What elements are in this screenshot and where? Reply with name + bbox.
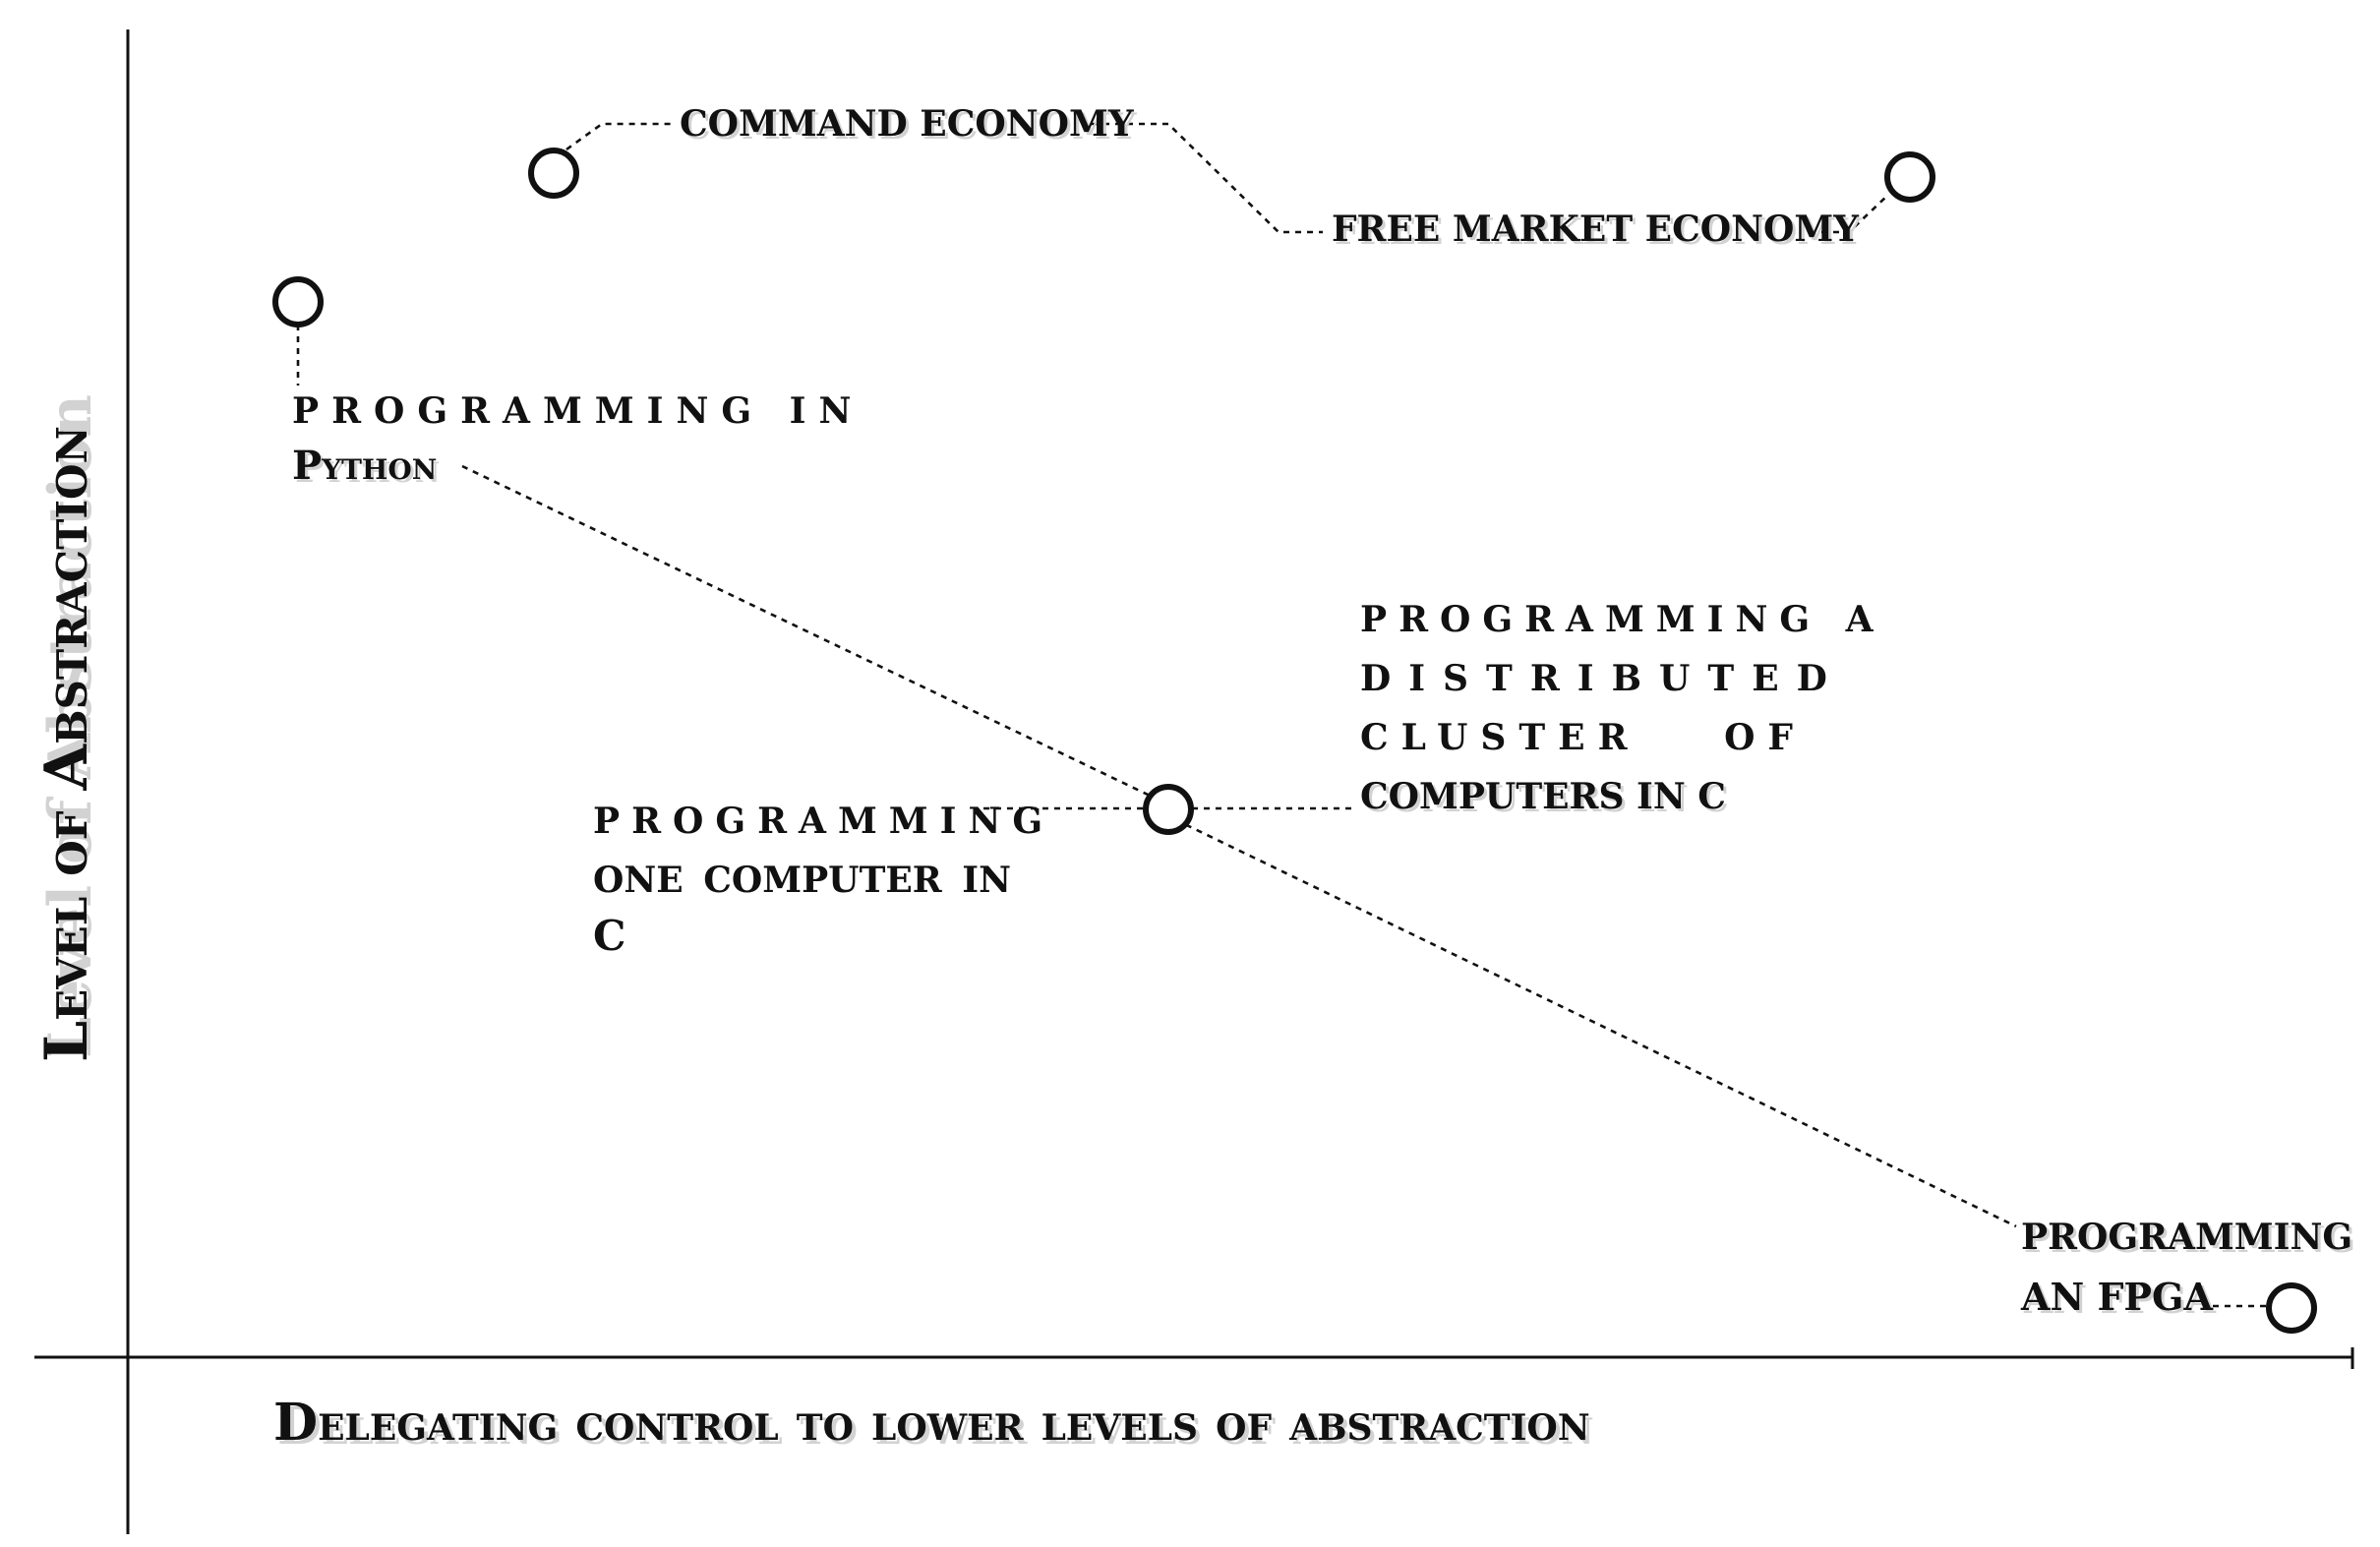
cluster-c-line-1: PROGRAMMING A [1360, 599, 1885, 640]
y-axis-label-group: Level of Abstraction Level of Abstractio… [32, 394, 105, 1062]
command-economy-line-1: COMMAND ECONOMY [680, 103, 1135, 145]
x-axis-label-shadow: Delegating control to lower levels of ab… [277, 1397, 1594, 1457]
fpga-node [2266, 1282, 2317, 1334]
fpga-line-2: AN FPGA [2020, 1275, 2213, 1319]
node-markers [272, 148, 2317, 1334]
free-market-line-1: FREE MARKET ECONOMY [1332, 208, 1860, 250]
connectors [296, 122, 2267, 1308]
command-economy-leader [565, 122, 1323, 234]
python-line-1: PROGRAMMING IN [292, 390, 863, 432]
one-computer-c-node [1143, 784, 1194, 835]
python-node [272, 276, 324, 327]
axes [34, 30, 2354, 1534]
fpga-line-2-shadow: AN FPGA [2023, 1278, 2216, 1322]
python-label: PROGRAMMING IN Python Python [292, 390, 863, 492]
fpga-label: PROGRAMMING PROGRAMMING AN FPGA AN FPGA [2020, 1217, 2355, 1322]
x-axis-label-group: Delegating control to lower levels of ab… [273, 1393, 1594, 1457]
fpga-line-1-shadow: PROGRAMMING [2024, 1220, 2355, 1261]
free-market-node [1884, 151, 1935, 203]
cluster-c-line-4-shadow: COMPUTERS IN C [1363, 779, 1729, 820]
one-computer-c-line-1: PROGRAMMING [593, 801, 1054, 842]
free-market-label: FREE MARKET ECONOMY FREE MARKET ECONOMY [1332, 208, 1863, 253]
cluster-c-label: PROGRAMMING A DISTRIBUTED CLUSTER OF COM… [1360, 599, 1885, 820]
command-economy-label: COMMAND ECONOMY COMMAND ECONOMY [680, 103, 1138, 148]
y-axis-label-shadow: Level of Abstraction [36, 394, 105, 1058]
y-axis-label: Level of Abstraction [32, 426, 101, 1062]
cluster-c-line-4: COMPUTERS IN C [1360, 776, 1726, 817]
fpga-line-1: PROGRAMMING [2021, 1217, 2352, 1258]
command-economy-line-1-shadow: COMMAND ECONOMY [683, 106, 1138, 148]
x-axis-label: Delegating control to lower levels of ab… [273, 1393, 1590, 1453]
free-market-leader [1810, 196, 1887, 234]
command-economy-node [528, 148, 579, 199]
cluster-c-line-2: DISTRIBUTED [1360, 658, 1845, 699]
one-computer-c-line-3: C [593, 912, 625, 960]
one-computer-c-label: PROGRAMMING ONE COMPUTER IN C [593, 801, 1054, 960]
python-line-2-shadow: Python [295, 446, 440, 492]
cluster-c-line-3: CLUSTER OF [1360, 717, 1806, 758]
one-computer-c-line-2: ONE COMPUTER IN [593, 860, 1011, 901]
abstraction-trend-line [461, 464, 2017, 1228]
python-line-2: Python [292, 443, 437, 489]
free-market-line-1-shadow: FREE MARKET ECONOMY [1335, 211, 1863, 253]
